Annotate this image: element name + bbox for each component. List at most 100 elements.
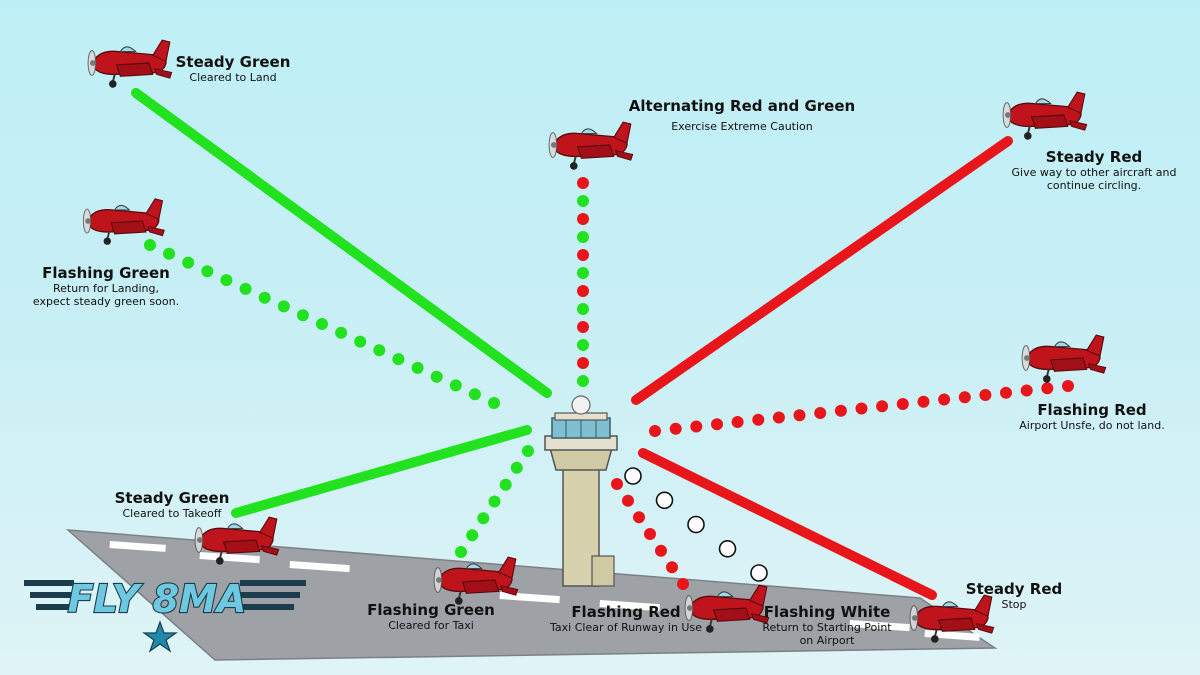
beam-dot-flashing-red-ground [677, 578, 689, 590]
beam-dot-flashing-red-air [855, 402, 868, 415]
beam-dot-flashing-red-air [731, 416, 744, 428]
beam-dot-flashing-red-air [938, 393, 951, 406]
beam-dot-flashing-red-air [793, 409, 806, 422]
beam-dot-flashing-green-ground [510, 461, 523, 474]
beam-dot-flashing-red-air [979, 389, 992, 401]
plane-steady-green-air [87, 39, 173, 89]
beam-dot-flashing-green-air [277, 300, 290, 313]
beam-dot-flashing-red-air [958, 391, 971, 404]
beam-dot-alternating-air [577, 195, 589, 207]
beam-dot-flashing-green-ground [522, 445, 534, 457]
logo-text: FLY 8MA [68, 577, 247, 621]
label-flashing-white-ground: Flashing White Return to Starting Point … [752, 603, 902, 647]
beam-dot-alternating-air [577, 267, 589, 279]
beam-dot-flashing-green-ground [455, 546, 467, 558]
label-flashing-red-air: Flashing Red Airport Unsfe, do not land. [1004, 401, 1180, 432]
signal-desc: Exercise Extreme Caution [671, 120, 813, 133]
beam-dot-flashing-green-air [449, 379, 462, 392]
runway [65, 529, 998, 661]
beam-dot-flashing-green-air [392, 353, 405, 366]
beam-dot-flashing-red-air [896, 398, 909, 410]
beam-dot-flashing-green-air [182, 256, 195, 269]
signal-title: Flashing White [763, 603, 891, 621]
label-alternating-air: Alternating Red and Green Exercise Extre… [620, 97, 864, 133]
beam-dot-flashing-green-air [411, 361, 424, 374]
beam-steady-green-air [131, 88, 552, 398]
signal-title: Flashing Red [571, 603, 681, 621]
beam-dot-flashing-green-air [373, 344, 386, 357]
signal-desc: Cleared to Takeoff [122, 507, 222, 520]
signal-desc: Airport Unsfe, do not land. [1019, 419, 1165, 432]
label-flashing-red-ground: Flashing Red Taxi Clear of Runway in Use [536, 603, 716, 634]
beam-dot-alternating-air [577, 375, 589, 387]
beam-dot-flashing-red-air [1062, 380, 1074, 392]
signal-title: Flashing Green [42, 264, 170, 282]
control-tower [544, 395, 618, 587]
beam-dot-flashing-red-ground [655, 544, 667, 557]
beam-dot-flashing-green-air [220, 274, 233, 287]
beam-dot-flashing-red-air [834, 404, 847, 417]
beam-dot-flashing-red-air [772, 411, 785, 424]
signal-title: Flashing Red [1037, 401, 1147, 419]
beam-dot-flashing-red-air [669, 422, 682, 435]
beam-dot-flashing-red-air [876, 400, 889, 413]
beam-dot-alternating-air [577, 357, 589, 369]
beam-dot-flashing-red-air [690, 420, 703, 433]
beam-dot-flashing-green-air [335, 326, 348, 339]
beam-dot-flashing-red-air [1000, 386, 1012, 399]
beam-dot-alternating-air [577, 249, 589, 261]
beam-dot-flashing-green-air [354, 335, 367, 348]
star-icon [142, 620, 178, 653]
signal-desc: Cleared for Taxi [388, 619, 474, 632]
signal-desc: Stop [1001, 598, 1027, 611]
beam-dot-alternating-air [577, 339, 589, 351]
signal-desc: Return to Starting Point [762, 621, 892, 634]
beam-dot-flashing-white-ground [655, 491, 674, 510]
signal-desc: Return for Landing, [53, 282, 159, 295]
beam-dot-flashing-red-ground [644, 528, 656, 540]
beam-dot-flashing-red-air [752, 413, 765, 426]
beam-dot-flashing-green-air [201, 265, 214, 278]
beam-dot-flashing-red-air [1041, 382, 1054, 395]
beam-dot-alternating-air [577, 303, 589, 315]
beam-dot-flashing-green-air [296, 309, 309, 322]
beam-dot-flashing-red-air [1020, 384, 1033, 397]
beam-dot-flashing-green-air [488, 397, 500, 409]
beam-dot-flashing-red-air [814, 407, 827, 419]
beam-dot-alternating-air [577, 285, 589, 297]
beam-dot-alternating-air [577, 177, 589, 189]
plane-steady-red-air [1002, 91, 1088, 141]
signal-title: Steady Red [965, 580, 1063, 598]
beam-dot-flashing-red-air [711, 418, 723, 431]
label-steady-green-air: Steady Green Cleared to Land [166, 53, 300, 84]
label-steady-red-air: Steady Red Give way to other aircraft an… [996, 148, 1192, 192]
beam-dot-flashing-green-air [163, 247, 176, 260]
beam-dot-flashing-red-ground [611, 478, 623, 490]
beam-dot-flashing-white-ground [750, 564, 768, 582]
beam-dot-alternating-air [577, 321, 589, 333]
beam-dot-flashing-green-air [430, 370, 443, 383]
label-steady-green-ground: Steady Green Cleared to Takeoff [104, 489, 240, 520]
beam-dot-flashing-green-ground [466, 529, 479, 542]
signal-desc-2: continue circling. [1046, 179, 1142, 193]
plane-flashing-green-air [82, 197, 166, 246]
beam-steady-green-ground [231, 425, 532, 518]
beam-dot-flashing-white-ground [718, 539, 737, 558]
label-flashing-green-ground: Flashing Green Cleared for Taxi [360, 601, 502, 632]
signal-title: Steady Red [1045, 148, 1143, 166]
signal-title: Steady Green [114, 489, 230, 507]
signal-title: Steady Green [175, 53, 291, 71]
fly8ma-logo: FLY 8MA [24, 576, 306, 653]
beam-dot-flashing-red-ground [666, 561, 678, 574]
beam-dot-flashing-green-air [239, 282, 252, 295]
beam-dot-flashing-red-ground [622, 494, 634, 507]
beam-dot-flashing-green-air [258, 291, 271, 304]
beam-dot-flashing-green-air [468, 388, 481, 401]
label-steady-red-ground: Steady Red Stop [956, 580, 1072, 611]
signal-desc: Taxi Clear of Runway in Use [550, 621, 702, 634]
signal-desc: Cleared to Land [189, 71, 277, 84]
beam-dot-flashing-white-ground [624, 467, 642, 485]
beam-dot-flashing-green-ground [477, 512, 490, 525]
beam-dot-flashing-red-air [649, 425, 661, 437]
